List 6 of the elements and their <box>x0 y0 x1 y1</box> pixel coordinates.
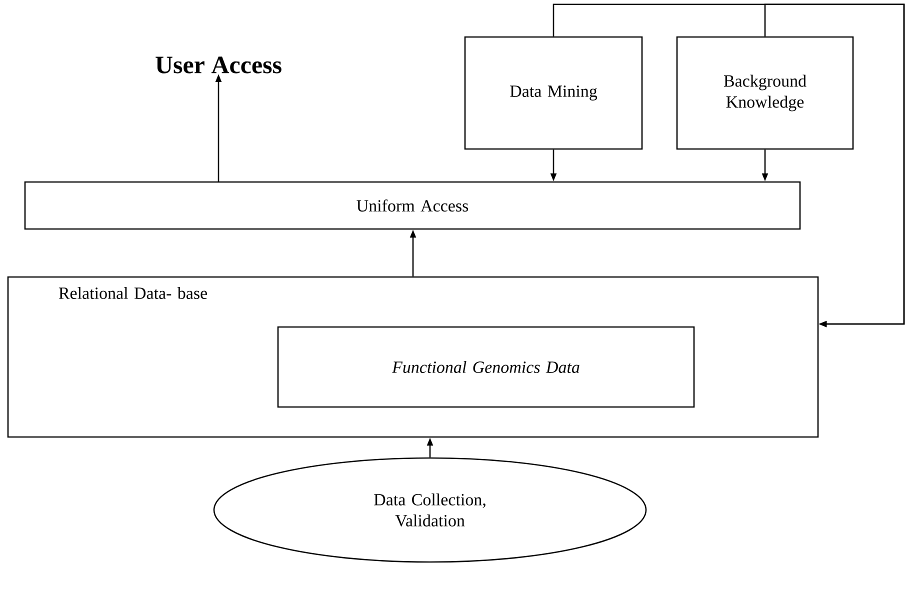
heading-text: User Access <box>156 56 282 74</box>
process-box: Functional Genomics Data <box>277 326 695 408</box>
process-box: Data Mining <box>464 36 643 150</box>
arrow <box>764 4 905 328</box>
process-box: Uniform Access <box>24 181 801 230</box>
process-box: Background Knowledge <box>676 36 854 150</box>
